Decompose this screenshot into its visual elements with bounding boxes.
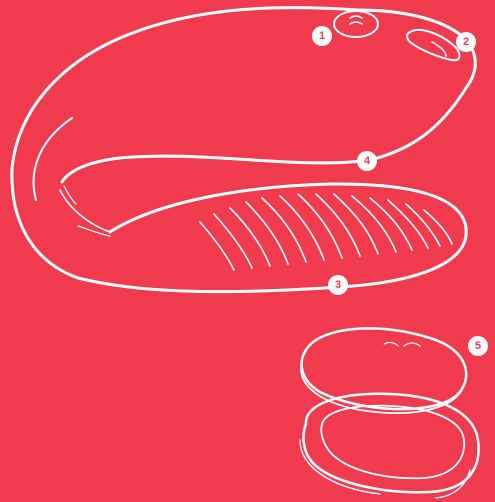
grip-ridge (200, 222, 234, 270)
remote-case-illustration (300, 328, 479, 498)
device-outline-illustration (12, 8, 475, 292)
case-lid-logo (384, 342, 420, 346)
callout-3: 3 (328, 275, 348, 295)
device-inner-left-curve (34, 118, 72, 200)
device-inner-contour (62, 88, 466, 182)
pad-texture-stroke (78, 226, 110, 236)
callout-label: 4 (364, 155, 371, 167)
lower-arm-outline (110, 184, 466, 287)
callout-label: 5 (475, 340, 481, 352)
callout-2: 2 (456, 32, 476, 52)
rear-button-outline (407, 30, 460, 60)
callout-5: 5 (468, 336, 488, 356)
callout-1: 1 (312, 26, 332, 46)
case-base-edge (300, 440, 380, 494)
grip-ridges (200, 194, 452, 270)
callout-4: 4 (357, 151, 377, 171)
grip-ridge (230, 208, 270, 266)
device-outer-contour (12, 8, 358, 292)
grip-ridge (214, 214, 252, 268)
callout-label: 1 (319, 30, 325, 42)
top-button-outline (334, 11, 378, 37)
top-button-logo (350, 16, 362, 24)
case-lid-top (302, 328, 467, 409)
callout-label: 2 (463, 36, 469, 48)
case-base-inner (321, 406, 464, 479)
device-inner-shadow (60, 190, 110, 232)
callout-label: 3 (335, 279, 341, 291)
pad-texture-stroke (64, 186, 76, 204)
